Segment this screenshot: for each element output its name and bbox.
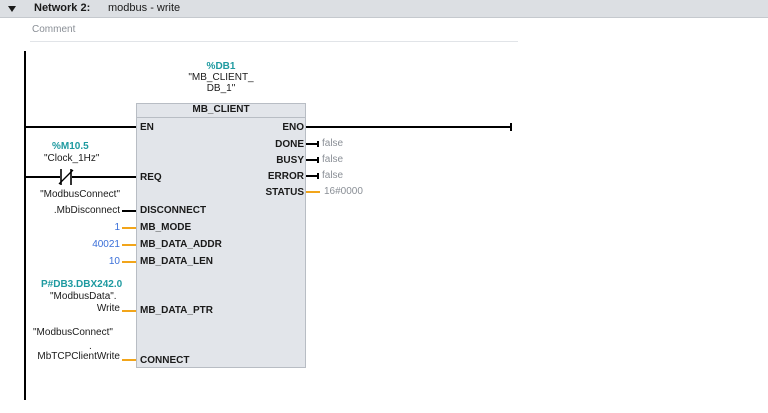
status-wire — [306, 191, 320, 193]
pin-mb-data-ptr[interactable]: MB_DATA_PTR — [140, 305, 213, 316]
busy-value: false — [322, 154, 344, 165]
pin-connect[interactable]: CONNECT — [140, 355, 190, 366]
pin-error[interactable]: ERROR — [267, 171, 304, 182]
req-contact-symbol[interactable]: "Clock_1Hz" — [44, 153, 100, 164]
mb-mode-wire — [122, 227, 137, 229]
connect-wire — [122, 359, 137, 361]
instance-db-name-line2: DB_1" — [206, 83, 236, 94]
req-contact-address[interactable]: %M10.5 — [52, 141, 89, 152]
disconnect-wire — [122, 210, 137, 212]
pin-status[interactable]: STATUS — [265, 187, 304, 198]
error-value: false — [322, 170, 344, 181]
pin-en[interactable]: EN — [140, 122, 154, 133]
pin-mb-data-len[interactable]: MB_DATA_LEN — [140, 256, 213, 267]
normally-closed-contact-icon[interactable] — [58, 168, 74, 186]
pin-req[interactable]: REQ — [140, 172, 162, 183]
network-name[interactable]: modbus - write — [108, 2, 181, 14]
disconnect-operand-line2[interactable]: .MbDisconnect — [53, 205, 120, 216]
data-ptr-address[interactable]: P#DB3.DBX242.0 — [41, 279, 123, 290]
done-wire-tip — [317, 141, 319, 147]
busy-wire — [306, 159, 318, 161]
mb-data-len-wire — [122, 261, 137, 263]
done-wire — [306, 143, 318, 145]
mb-data-len-value[interactable]: 10 — [108, 256, 120, 267]
en-wire — [25, 126, 137, 128]
comment-divider — [30, 41, 518, 42]
done-value: false — [322, 138, 344, 149]
connect-operand-line2[interactable]: . — [89, 341, 92, 352]
mb-client-block[interactable] — [136, 103, 306, 368]
instance-db-label[interactable]: %DB1 "MB_CLIENT_ DB_1" — [186, 61, 256, 94]
pin-mb-data-addr[interactable]: MB_DATA_ADDR — [140, 239, 222, 250]
status-value: 16#0000 — [324, 186, 363, 197]
data-ptr-operand-line1[interactable]: "ModbusData". — [50, 291, 117, 302]
disconnect-operand-line1[interactable]: "ModbusConnect" — [40, 189, 120, 200]
eno-wire-end — [510, 123, 512, 131]
pin-done[interactable]: DONE — [275, 139, 304, 150]
mb-client-block-title[interactable]: MB_CLIENT — [137, 103, 305, 118]
pin-mb-mode[interactable]: MB_MODE — [140, 222, 192, 233]
connect-operand-line3[interactable]: MbTCPClientWrite — [37, 351, 120, 362]
instance-db-address: %DB1 — [206, 61, 236, 72]
error-wire-tip — [317, 173, 319, 179]
left-power-rail — [24, 51, 26, 400]
mb-data-addr-wire — [122, 244, 137, 246]
data-ptr-operand-line2[interactable]: Write — [96, 303, 120, 314]
mb-mode-value[interactable]: 1 — [114, 222, 120, 233]
req-wire-left — [25, 176, 60, 178]
mb-data-addr-value[interactable]: 40021 — [92, 239, 120, 250]
req-wire-right — [72, 176, 137, 178]
collapse-triangle-icon[interactable] — [7, 4, 17, 14]
pin-eno[interactable]: ENO — [282, 122, 304, 133]
connect-operand-line1[interactable]: "ModbusConnect" — [33, 327, 113, 338]
error-wire — [306, 175, 318, 177]
pin-disconnect[interactable]: DISCONNECT — [140, 205, 207, 216]
pin-busy[interactable]: BUSY — [276, 155, 304, 166]
network-header[interactable]: Network 2: modbus - write — [0, 0, 768, 18]
instance-db-name-line1: "MB_CLIENT_ — [188, 72, 254, 83]
network-title: Network 2: — [34, 2, 91, 14]
busy-wire-tip — [317, 157, 319, 163]
eno-wire — [306, 126, 511, 128]
data-ptr-wire — [122, 310, 137, 312]
network-comment[interactable]: Comment — [32, 24, 76, 35]
